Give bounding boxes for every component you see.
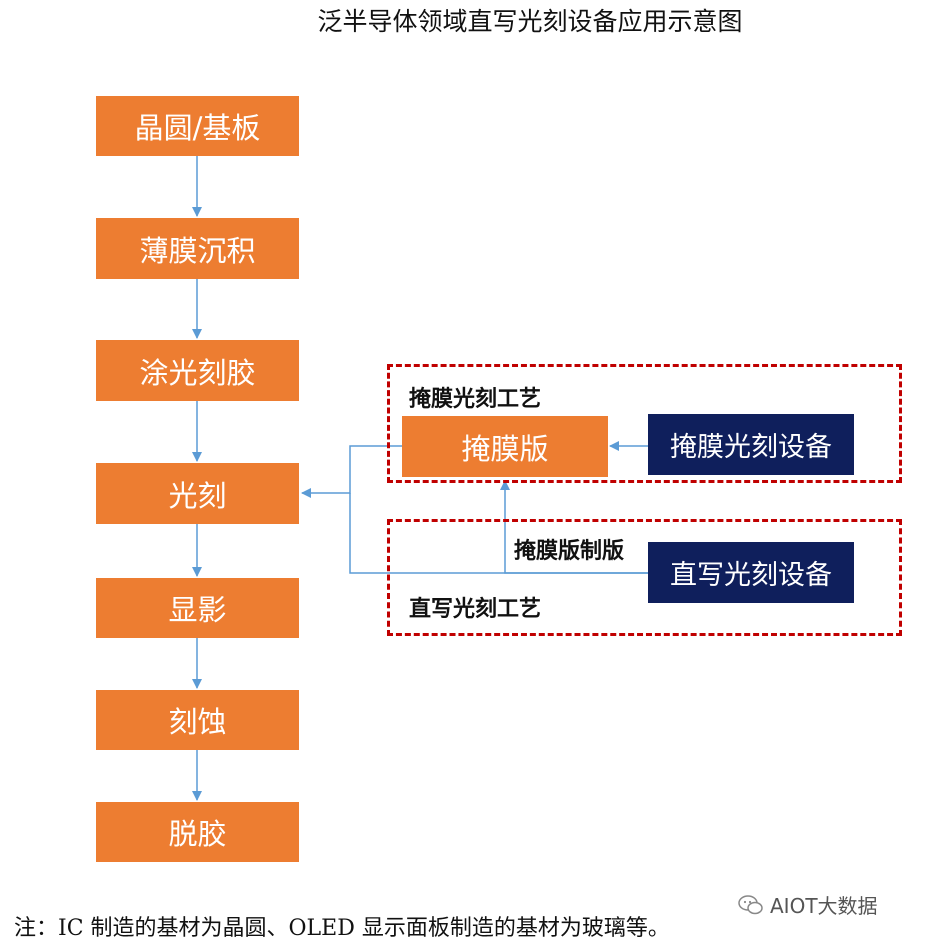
watermark-text: AIOT大数据 <box>770 894 878 918</box>
mask-box: 掩膜版 <box>402 416 608 477</box>
mask-making-label: 掩膜版制版 <box>514 539 625 564</box>
diagram-title: 泛半导体领域直写光刻设备应用示意图 <box>317 7 743 36</box>
process-step-photoresist-coating: 涂光刻胶 <box>96 340 299 401</box>
process-step-development: 显影 <box>96 578 299 638</box>
mask-lithography-label: 掩膜光刻工艺 <box>409 387 542 412</box>
mask-to-lithography-arrow <box>301 445 402 498</box>
process-step-thin-film-deposition: 薄膜沉积 <box>96 218 299 279</box>
direct-lithography-group <box>387 519 902 636</box>
mask-lithography-equipment-box: 掩膜光刻设备 <box>648 414 854 475</box>
watermark: AIOT大数据 <box>738 890 878 919</box>
direct-lithography-label: 直写光刻工艺 <box>409 597 542 622</box>
process-step-stripping: 脱胶 <box>96 802 299 862</box>
process-step-etching: 刻蚀 <box>96 690 299 750</box>
wechat-icon <box>738 894 763 914</box>
footnote: 注：IC 制造的基材为晶圆、OLED 显示面板制造的基材为玻璃等。 <box>14 916 670 941</box>
mask-lithography-group <box>387 364 902 483</box>
process-step-wafer: 晶圆/基板 <box>96 96 299 156</box>
process-step-lithography: 光刻 <box>96 463 299 524</box>
maskmaking-arrow <box>500 480 648 574</box>
direct-lithography-equipment-box: 直写光刻设备 <box>648 542 854 603</box>
